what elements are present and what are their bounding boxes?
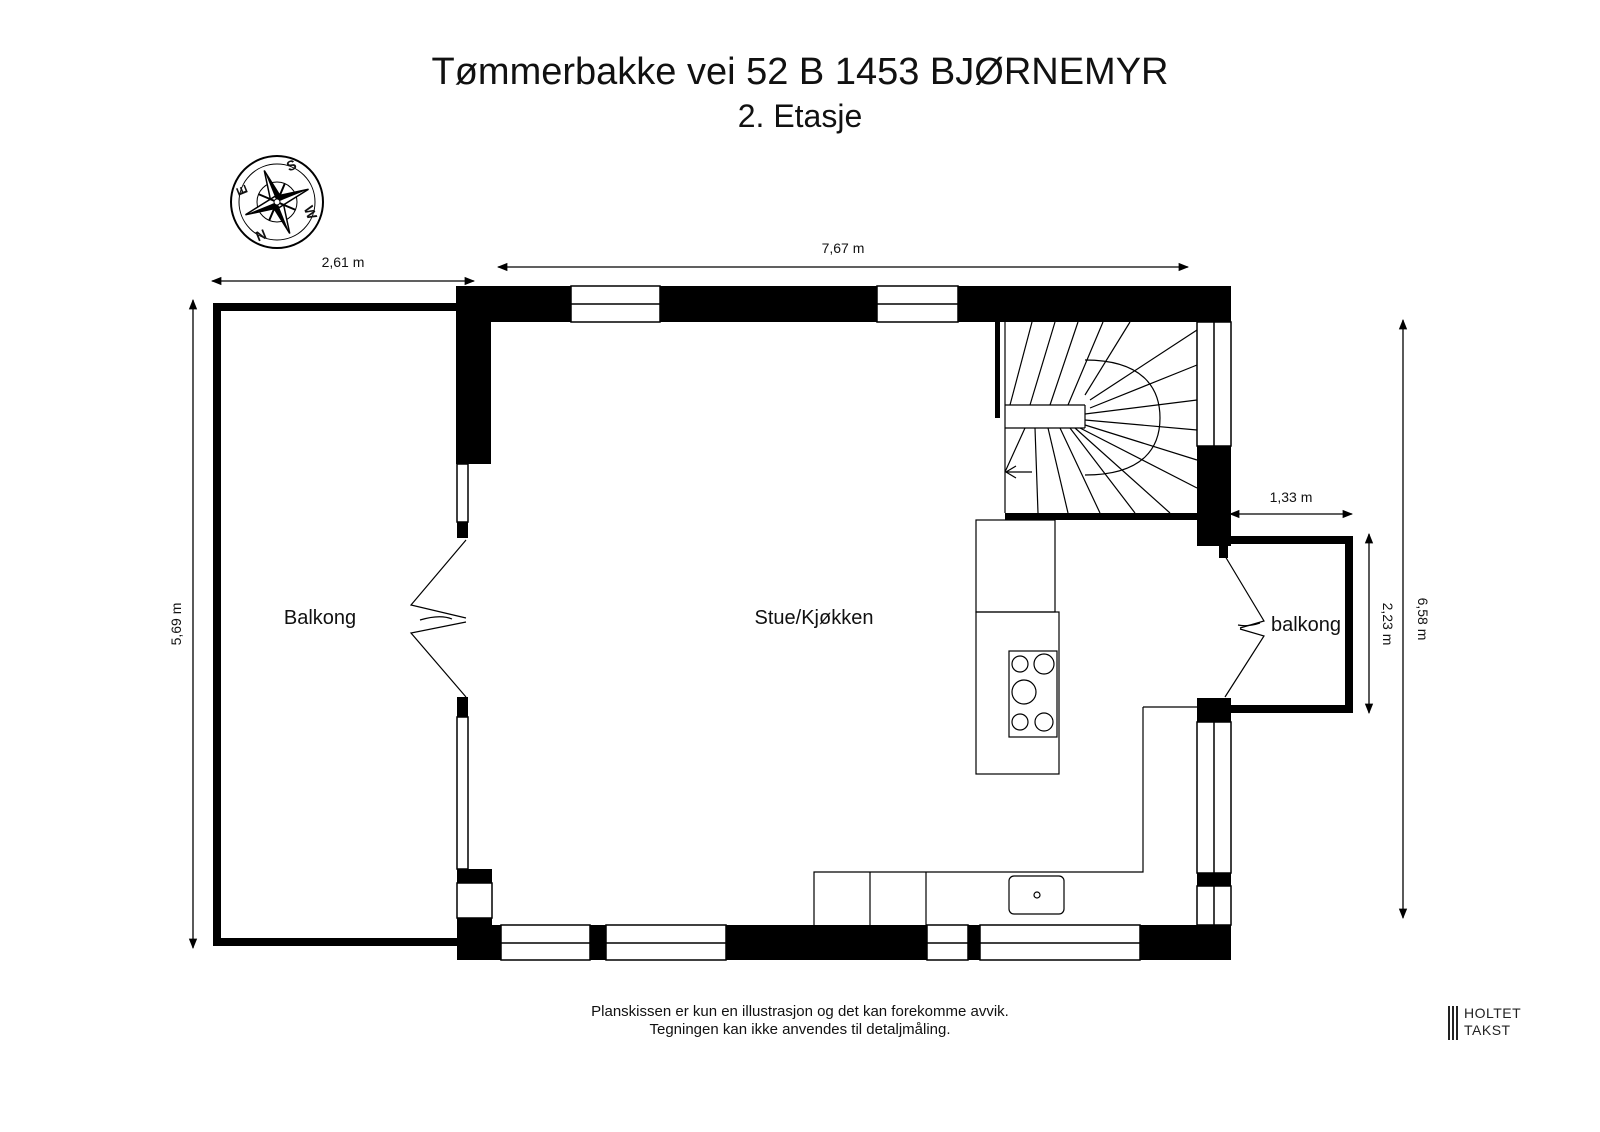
kitchen-island bbox=[975, 611, 1060, 775]
dimension-lines bbox=[188, 262, 1408, 950]
staircase bbox=[995, 321, 1198, 520]
dim-label-main-height: 6,58 m bbox=[1415, 598, 1431, 641]
logo-bars-icon bbox=[1448, 1006, 1460, 1040]
exterior-walls bbox=[456, 286, 1231, 960]
disclaimer: Planskissen er kun en illustrasjon og de… bbox=[0, 1003, 1600, 1039]
room-label-balcony-right: balkong bbox=[1271, 614, 1341, 636]
floor-subtitle: 2. Etasje bbox=[737, 98, 863, 134]
window-left-1 bbox=[456, 463, 469, 523]
page-title: Tømmerbakke vei 52 B 1453 BJØRNEMYR bbox=[431, 51, 1169, 93]
holtet-takst-logo: HOLTET TAKST bbox=[1448, 1004, 1558, 1044]
logo-line-2: TAKST bbox=[1464, 1022, 1511, 1038]
compass-letter-e: E bbox=[233, 183, 251, 198]
dim-label-main-width: 7,67 m bbox=[822, 240, 865, 256]
kitchen-fixtures bbox=[813, 519, 1197, 925]
dim-label-balcony-left-height: 5,69 m bbox=[168, 603, 184, 646]
dim-label-balcony-right-width: 1,33 m bbox=[1270, 489, 1313, 505]
dim-label-balcony-left-width: 2,61 m bbox=[322, 254, 365, 270]
balcony-left-railing bbox=[213, 303, 473, 946]
compass-letter-s: S bbox=[284, 156, 299, 174]
dim-label-balcony-right-height: 2,23 m bbox=[1380, 603, 1396, 646]
door-left-balcony bbox=[409, 539, 467, 698]
compass-icon: S E N W bbox=[230, 155, 324, 249]
disclaimer-line-1: Planskissen er kun en illustrasjon og de… bbox=[591, 1003, 1009, 1020]
room-label-balcony-left: Balkong bbox=[284, 607, 356, 629]
cooktop-icon bbox=[1008, 650, 1058, 738]
kitchen-tall-cabinets bbox=[975, 519, 1056, 613]
logo-line-1: HOLTET bbox=[1464, 1005, 1522, 1021]
window-left-3 bbox=[456, 882, 493, 919]
balcony-right-railing bbox=[1231, 536, 1353, 713]
windows bbox=[456, 285, 1232, 961]
window-left-2 bbox=[456, 716, 469, 870]
door-right-balcony bbox=[1224, 555, 1265, 698]
sink-icon bbox=[1008, 875, 1065, 915]
disclaimer-line-2: Tegningen kan ikke anvendes til detaljmå… bbox=[649, 1021, 951, 1038]
compass-letter-w: W bbox=[301, 203, 321, 222]
room-label-living-kitchen: Stue/Kjøkken bbox=[755, 607, 874, 629]
